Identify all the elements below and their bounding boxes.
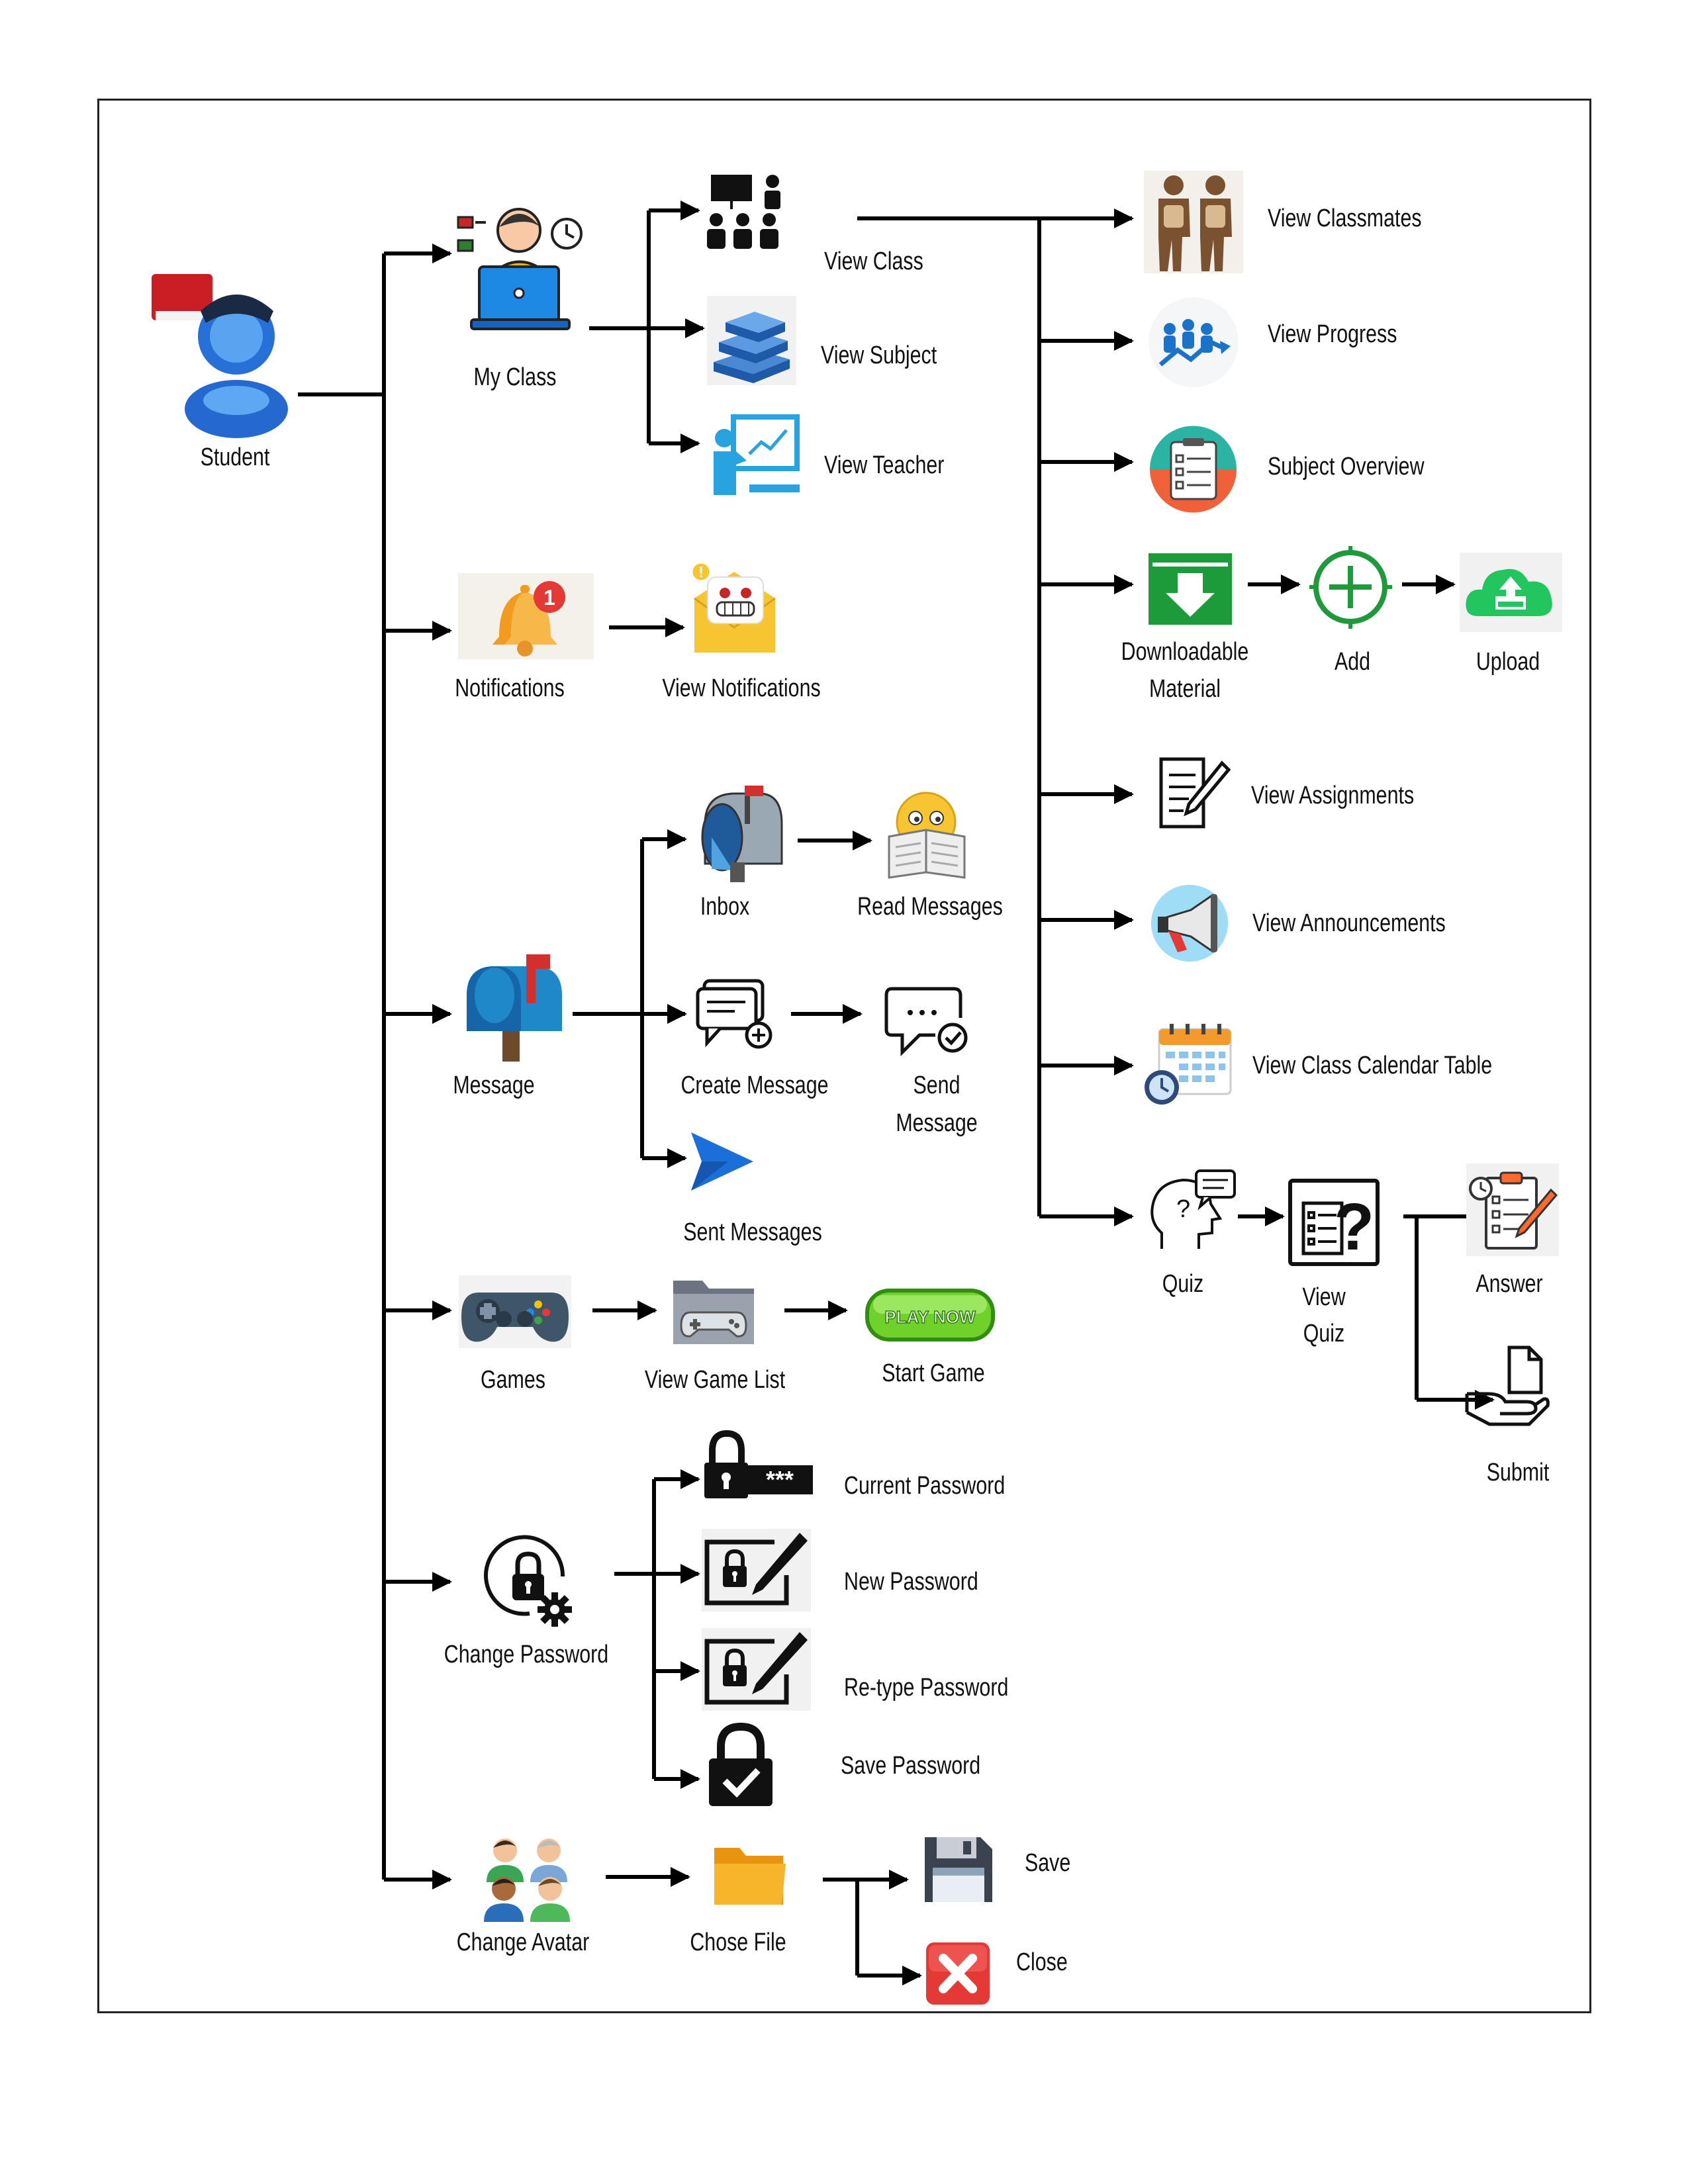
lock-check-icon [706, 1722, 776, 1807]
send-message-label-line2: Message [896, 1109, 978, 1137]
inbox-mailbox-icon [692, 784, 784, 884]
upload-label: Upload [1476, 648, 1540, 676]
games-label: Games [481, 1366, 545, 1394]
svg-text:1: 1 [543, 586, 555, 610]
diagram-frame [97, 99, 1591, 2013]
view-assignments-label: View Assignments [1251, 782, 1415, 809]
submit-label: Submit [1486, 1459, 1550, 1486]
view-teacher-label: View Teacher [824, 451, 945, 479]
quiz-sheet-icon: ? [1288, 1178, 1380, 1267]
answer-clipboard-icon [1466, 1163, 1559, 1256]
inbox-label: Inbox [700, 893, 750, 921]
cloud-upload-icon [1460, 553, 1562, 632]
lock-edit-icon [702, 1529, 811, 1612]
classroom-icon [703, 172, 789, 258]
downloadable-label-line2: Material [1149, 675, 1221, 703]
new-password-label: New Password [844, 1568, 978, 1596]
save-password-label: Save Password [841, 1752, 981, 1780]
notifications-label: Notifications [455, 674, 565, 702]
answer-label: Answer [1476, 1270, 1543, 1298]
close-icon[interactable] [925, 1941, 991, 2006]
gamepad-icon [459, 1275, 571, 1348]
books-icon [707, 296, 796, 385]
teacher-board-icon [710, 412, 802, 498]
create-message-label: Create Message [680, 1071, 829, 1099]
team-progress-icon [1147, 296, 1240, 388]
download-icon [1149, 553, 1232, 625]
view-subject-label: View Subject [821, 341, 937, 369]
megaphone-icon [1149, 884, 1231, 963]
folder-icon [712, 1841, 788, 1907]
bell-icon: 1 [458, 573, 594, 659]
message-label: Message [453, 1071, 535, 1099]
people-icon [480, 1833, 576, 1923]
teacher-laptop-icon [453, 201, 592, 340]
view-classmates-label: View Classmates [1268, 205, 1422, 232]
svg-text:?: ? [1334, 1190, 1374, 1264]
send-message-icon [884, 986, 970, 1059]
newspaper-smiley-icon [884, 788, 970, 880]
send-arrow-icon [688, 1128, 755, 1195]
send-message-label-line1: Send [913, 1071, 961, 1099]
view-quiz-label-line1: View [1302, 1283, 1346, 1311]
student-label: Student [200, 443, 270, 471]
subject-overview-label: Subject Overview [1268, 453, 1425, 480]
view-class-label: View Class [824, 248, 923, 275]
downloadable-label-line1: Downloadable [1121, 638, 1249, 666]
chose-file-label: Chose File [690, 1929, 786, 1956]
assignment-pen-icon [1157, 756, 1231, 829]
add-label: Add [1334, 648, 1371, 676]
envelope-smiley-icon: ! [690, 561, 780, 657]
student-icon [149, 265, 291, 438]
password-lock-icon: *** [702, 1430, 814, 1501]
games-folder-icon [671, 1274, 757, 1347]
view-class-calendar-label: View Class Calendar Table [1252, 1052, 1493, 1079]
quiz-label: Quiz [1162, 1270, 1204, 1298]
students-backpack-icon [1144, 171, 1243, 273]
svg-text:?: ? [1176, 1195, 1190, 1223]
view-progress-label: View Progress [1268, 320, 1397, 348]
lock-gear-icon [483, 1535, 576, 1628]
checklist-circle-icon [1149, 425, 1238, 514]
retype-password-label: Re-type Password [844, 1674, 1009, 1702]
save-label: Save [1025, 1849, 1071, 1877]
lock-edit-retype-icon [702, 1628, 811, 1711]
sent-messages-label: Sent Messages [683, 1218, 822, 1246]
play-now-label: PLAY NOW [884, 1307, 976, 1327]
hand-document-icon [1463, 1343, 1550, 1430]
change-password-label: Change Password [444, 1641, 609, 1668]
head-question-icon: ? [1147, 1169, 1240, 1252]
start-game-label: Start Game [882, 1359, 985, 1387]
password-stars: *** [766, 1466, 794, 1493]
mailbox-icon [460, 953, 569, 1062]
svg-text:!: ! [698, 564, 703, 580]
floppy-save-icon [922, 1835, 995, 1904]
calendar-clock-icon [1143, 1024, 1233, 1107]
view-quiz-label-line2: Quiz [1303, 1320, 1345, 1347]
current-password-label: Current Password [844, 1472, 1006, 1500]
view-announcements-label: View Announcements [1252, 909, 1446, 937]
close-label: Close [1016, 1948, 1068, 1976]
read-messages-label: Read Messages [857, 893, 1003, 921]
view-game-list-label: View Game List [644, 1366, 786, 1394]
my-class-label: My Class [473, 363, 557, 391]
play-now-button[interactable]: PLAY NOW [864, 1287, 996, 1343]
view-notifications-label: View Notifications [662, 674, 821, 702]
create-message-icon [695, 978, 774, 1051]
change-avatar-label: Change Avatar [456, 1929, 590, 1956]
add-circle-icon [1309, 546, 1392, 629]
